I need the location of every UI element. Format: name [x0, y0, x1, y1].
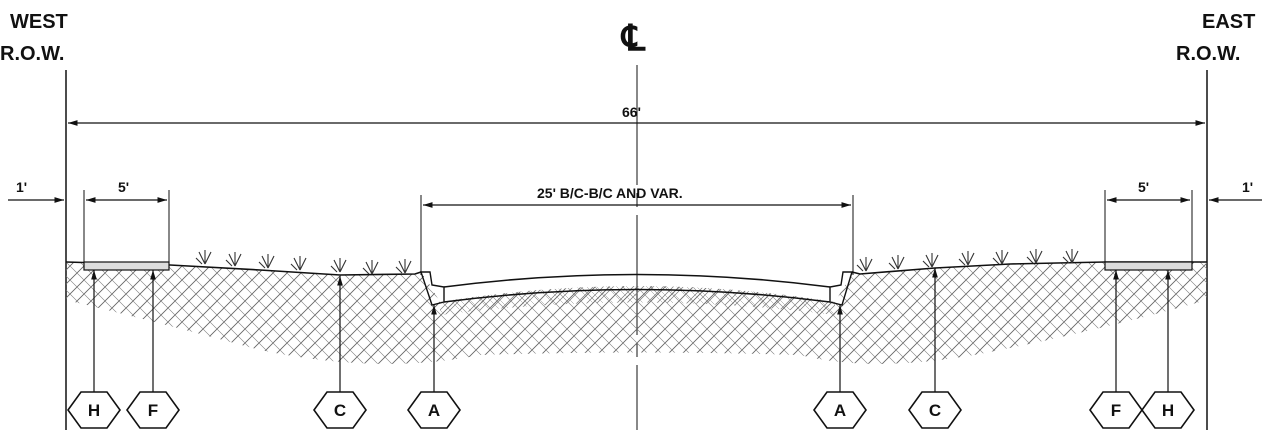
pavement-top: [443, 273, 831, 288]
grass-tuft: [195, 250, 212, 265]
right-sidewalk-slab: [1104, 261, 1193, 271]
callout-hexagon-c: [313, 391, 367, 429]
grass-tuft: [922, 253, 939, 268]
roadway-width-label: 25' B/C-B/C AND VAR.: [537, 185, 683, 201]
east-row-label-line1: EAST: [1202, 11, 1255, 33]
east-row-label-line2: R.O.W.: [1176, 43, 1240, 65]
grass-tuft: [888, 255, 905, 270]
left-sidewalk-label: 5': [118, 179, 129, 195]
west-row-label-line1: WEST: [10, 11, 68, 33]
callout-label-c: C: [334, 401, 346, 420]
callout-hexagon-a: [407, 391, 461, 429]
grass-tuft: [362, 260, 379, 275]
west-row-label-line2: R.O.W.: [0, 43, 64, 65]
soil-mass: [66, 262, 1207, 364]
grass-tuft: [330, 258, 347, 273]
centerline-symbol: ℄: [620, 17, 646, 58]
callout-label-h: H: [1162, 401, 1174, 420]
callout-label-a: A: [834, 401, 846, 420]
callout-label-h: H: [88, 401, 100, 420]
pavement-bottom: [443, 288, 831, 303]
total-width-label: 66': [622, 104, 641, 120]
callout-label-a: A: [428, 401, 440, 420]
callout-hexagon-h: [1141, 391, 1195, 429]
callout-hexagon-a: [813, 391, 867, 429]
left-offset-label: 1': [16, 179, 27, 195]
grass-tuft: [1026, 249, 1043, 264]
callout-label-f: F: [148, 401, 158, 420]
grass-tuft: [290, 256, 307, 271]
callout-label-f: F: [1111, 401, 1121, 420]
callout-hexagon-h: [67, 391, 121, 429]
callout-label-c: C: [929, 401, 941, 420]
left-sidewalk-slab: [83, 261, 170, 271]
grass-tuft: [1062, 249, 1079, 264]
callout-hexagon-f: [126, 391, 180, 429]
grass-tuft: [856, 257, 873, 272]
callout-hexagon-c: [908, 391, 962, 429]
grass-tuft: [992, 250, 1009, 265]
grass-tuft: [958, 251, 975, 266]
grass-tuft: [225, 252, 242, 267]
grass-tufts: [195, 249, 1079, 275]
right-offset-label: 1': [1242, 179, 1253, 195]
grass-tuft: [395, 259, 412, 274]
grass-tuft: [258, 254, 275, 269]
right-sidewalk-label: 5': [1138, 179, 1149, 195]
